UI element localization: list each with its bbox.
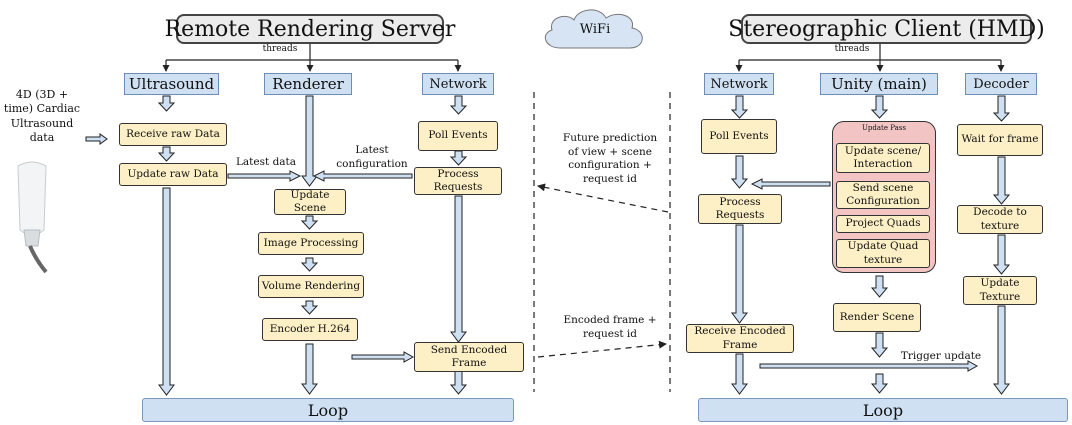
frame-message-label: Encoded frame + request id (563, 314, 657, 340)
step-project-quads: Project Quads (836, 215, 930, 233)
wifi-label: WiFi (579, 22, 611, 37)
latest-data-label: Latest data (235, 156, 297, 168)
step-update-scene-interaction: Update scene/ Interaction (836, 143, 930, 173)
step-update-texture: Update Texture (963, 276, 1037, 305)
latest-configuration-label: Latest configuration (336, 144, 408, 170)
thread-client-network: Network (704, 73, 774, 95)
step-wait-for-frame: Wait for frame (957, 124, 1043, 156)
step-send-encoded-frame: Send Encoded Frame (414, 342, 524, 372)
step-volume-rendering: Volume Rendering (258, 275, 364, 298)
step-encoder-h264: Encoder H.264 (262, 318, 358, 341)
step-decode-to-texture: Decode to texture (957, 205, 1043, 234)
wifi-cloud-shape (544, 9, 643, 49)
step-render-scene: Render Scene (833, 303, 921, 332)
step-server-process-requests: Process Requests (414, 167, 502, 195)
trigger-update-label: Trigger update (900, 350, 982, 362)
step-update-raw-data: Update raw Data (119, 163, 227, 186)
step-client-poll-events: Poll Events (701, 119, 777, 154)
thread-unity-main: Unity (main) (820, 73, 938, 95)
step-receive-encoded-frame: Receive Encoded Frame (686, 324, 794, 353)
step-send-scene-configuration: Send scene Configuration (836, 181, 930, 209)
client-threads-label: threads (834, 44, 870, 54)
step-image-processing: Image Processing (258, 232, 364, 255)
server-loop-bar: Loop (142, 398, 514, 422)
client-loop-bar: Loop (698, 398, 1068, 422)
input-data-label: 4D (3D + time) Cardiac Ultrasound data (3, 88, 81, 144)
thread-ultrasound: Ultrasound (124, 73, 219, 95)
ultrasound-probe-icon (10, 160, 54, 280)
request-message-label: Future prediction of view + scene config… (562, 132, 658, 185)
server-threads-label: threads (262, 44, 298, 54)
step-client-process-requests: Process Requests (698, 194, 782, 224)
step-receive-raw-data: Receive raw Data (119, 123, 227, 146)
thread-server-network: Network (422, 73, 494, 95)
server-title: Remote Rendering Server (165, 14, 455, 44)
step-server-poll-events: Poll Events (418, 121, 498, 151)
update-pass-label: Update Pass (862, 124, 906, 132)
thread-renderer: Renderer (264, 73, 352, 95)
step-update-quad-texture: Update Quad texture (836, 239, 930, 268)
thread-decoder: Decoder (965, 73, 1037, 95)
step-update-scene: Update Scene (274, 189, 346, 215)
client-title: Stereographic Client (HMD) (728, 14, 1045, 44)
